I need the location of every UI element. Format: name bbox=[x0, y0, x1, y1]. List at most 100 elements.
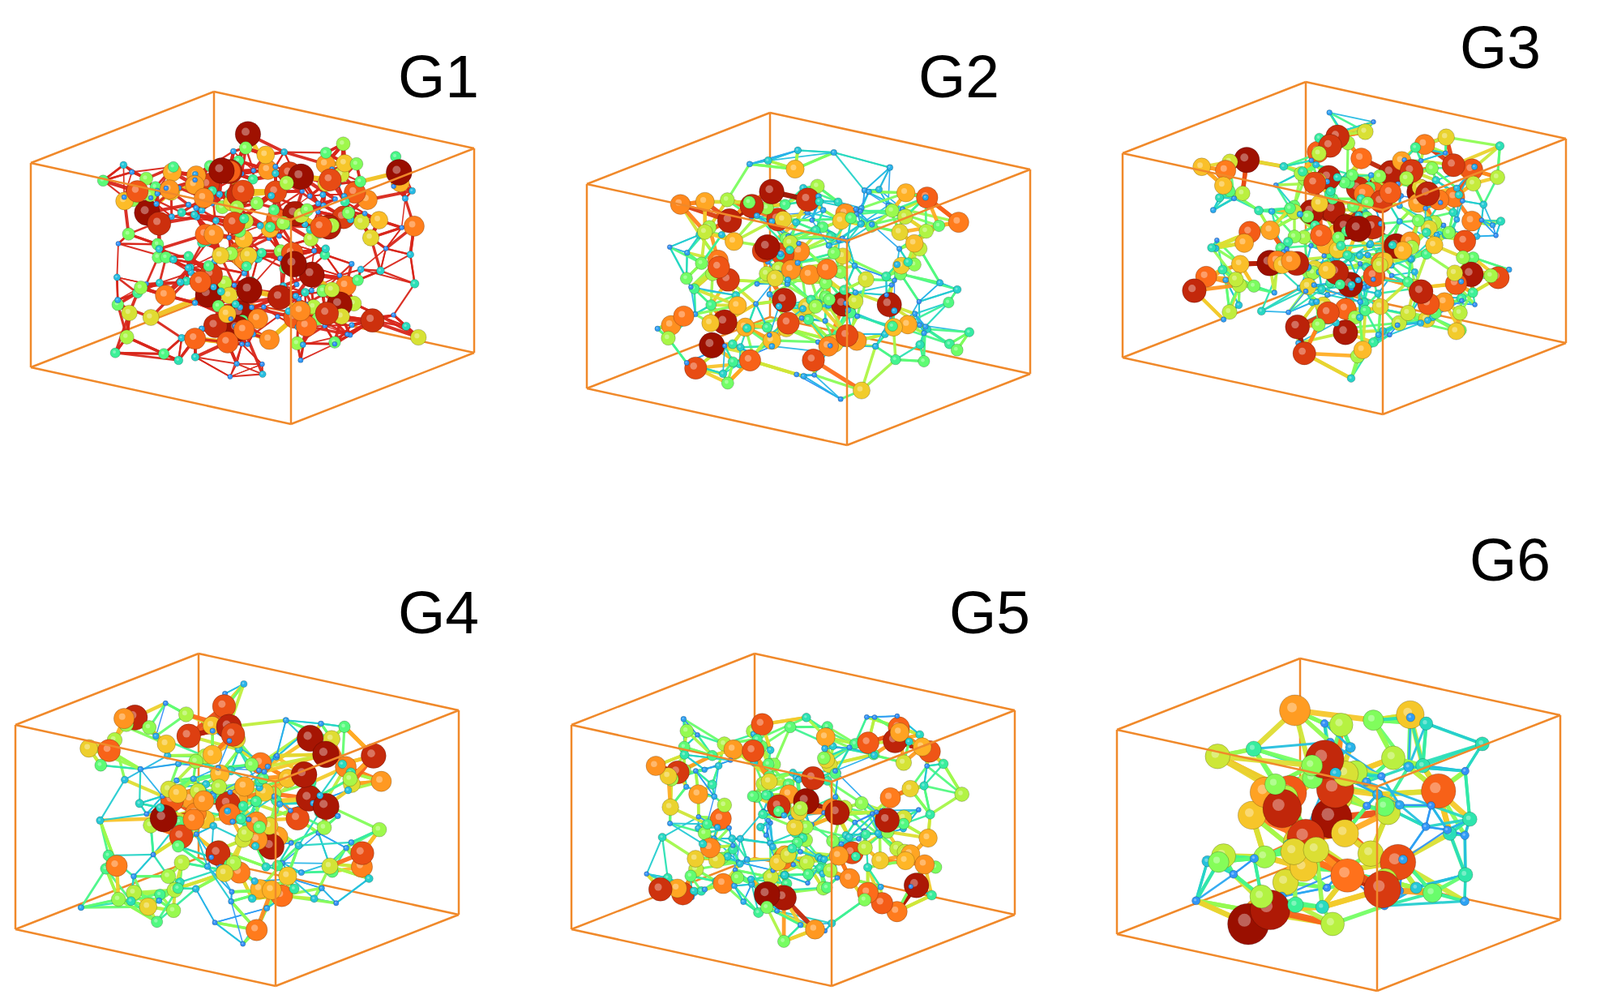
network-node bbox=[319, 168, 343, 192]
network-node bbox=[115, 241, 121, 247]
node-highlight bbox=[340, 158, 347, 165]
node-highlight bbox=[353, 160, 358, 165]
node-highlight bbox=[294, 170, 303, 179]
node-highlight bbox=[246, 342, 249, 345]
network-node bbox=[342, 206, 356, 220]
node-highlight bbox=[345, 209, 350, 214]
node-highlight bbox=[320, 192, 323, 195]
node-highlight bbox=[320, 287, 325, 292]
node-highlight bbox=[269, 193, 272, 197]
node-highlight bbox=[209, 320, 217, 328]
network-node bbox=[260, 303, 266, 309]
node-highlight bbox=[342, 194, 345, 197]
node-highlight bbox=[157, 280, 160, 283]
network-node bbox=[204, 224, 224, 244]
node-highlight bbox=[337, 273, 340, 276]
network-node bbox=[376, 266, 386, 275]
network-node bbox=[294, 281, 300, 287]
network-node bbox=[231, 179, 255, 203]
node-highlight bbox=[315, 221, 322, 228]
node-highlight bbox=[264, 334, 271, 342]
node-highlight bbox=[300, 189, 303, 192]
network-node bbox=[274, 313, 280, 319]
network-node bbox=[320, 191, 327, 198]
network-link bbox=[380, 254, 411, 271]
node-highlight bbox=[262, 305, 265, 308]
node-highlight bbox=[155, 192, 158, 194]
node-highlight bbox=[225, 290, 232, 297]
node-highlight bbox=[130, 170, 133, 172]
node-highlight bbox=[250, 176, 254, 180]
node-highlight bbox=[355, 277, 359, 281]
node-highlight bbox=[209, 229, 216, 236]
network-node bbox=[406, 250, 415, 258]
node-highlight bbox=[116, 242, 119, 244]
node-highlight bbox=[243, 271, 245, 274]
network-node bbox=[265, 222, 276, 233]
network-node bbox=[184, 264, 193, 272]
network-node bbox=[298, 357, 304, 363]
node-highlight bbox=[185, 253, 189, 257]
node-highlight bbox=[186, 265, 189, 269]
node-highlight bbox=[141, 205, 150, 214]
network-node bbox=[185, 201, 192, 208]
node-highlight bbox=[316, 210, 319, 213]
network-node bbox=[158, 348, 169, 360]
node-highlight bbox=[312, 249, 315, 252]
node-highlight bbox=[273, 165, 276, 167]
network-node bbox=[344, 331, 350, 337]
network-node bbox=[250, 196, 264, 210]
network-node bbox=[121, 194, 127, 200]
network-link bbox=[300, 343, 335, 360]
node-highlight bbox=[316, 201, 319, 204]
node-highlight bbox=[323, 246, 326, 249]
network-node bbox=[281, 251, 308, 278]
node-highlight bbox=[164, 186, 167, 189]
node-highlight bbox=[294, 294, 296, 296]
node-highlight bbox=[374, 215, 381, 222]
node-highlight bbox=[366, 314, 374, 322]
node-highlight bbox=[279, 219, 284, 224]
network-node bbox=[259, 329, 280, 351]
node-highlight bbox=[250, 305, 253, 308]
network-node bbox=[324, 282, 340, 298]
network-node bbox=[337, 273, 343, 279]
network-panel bbox=[30, 91, 475, 424]
node-highlight bbox=[178, 280, 181, 283]
network-node bbox=[267, 192, 275, 200]
network-node bbox=[299, 341, 306, 347]
node-highlight bbox=[170, 214, 173, 218]
network-node bbox=[209, 283, 217, 291]
network-node bbox=[336, 136, 351, 151]
network-node bbox=[193, 188, 214, 209]
node-highlight bbox=[267, 224, 271, 228]
node-highlight bbox=[328, 286, 334, 291]
node-highlight bbox=[400, 226, 403, 228]
node-highlight bbox=[409, 221, 416, 228]
node-highlight bbox=[333, 342, 335, 345]
node-highlight bbox=[218, 289, 222, 292]
node-highlight bbox=[187, 203, 189, 206]
network-node bbox=[230, 148, 236, 155]
node-highlight bbox=[271, 206, 275, 210]
network-node bbox=[122, 227, 135, 240]
node-highlight bbox=[198, 192, 206, 200]
network-node bbox=[321, 244, 330, 253]
network-node bbox=[402, 321, 411, 330]
network-node bbox=[410, 278, 420, 288]
node-highlight bbox=[252, 313, 260, 321]
node-highlight bbox=[350, 262, 352, 265]
network-node bbox=[183, 251, 194, 261]
network-link bbox=[284, 152, 327, 154]
network-node bbox=[279, 175, 295, 191]
network-node bbox=[256, 145, 275, 164]
network-node bbox=[174, 355, 184, 365]
network-node bbox=[267, 285, 292, 310]
node-highlight bbox=[222, 336, 229, 343]
network-node bbox=[320, 146, 332, 159]
node-highlight bbox=[242, 144, 247, 149]
node-highlight bbox=[162, 254, 167, 259]
node-highlight bbox=[253, 199, 258, 204]
node-highlight bbox=[363, 212, 365, 214]
network-node bbox=[300, 287, 309, 296]
